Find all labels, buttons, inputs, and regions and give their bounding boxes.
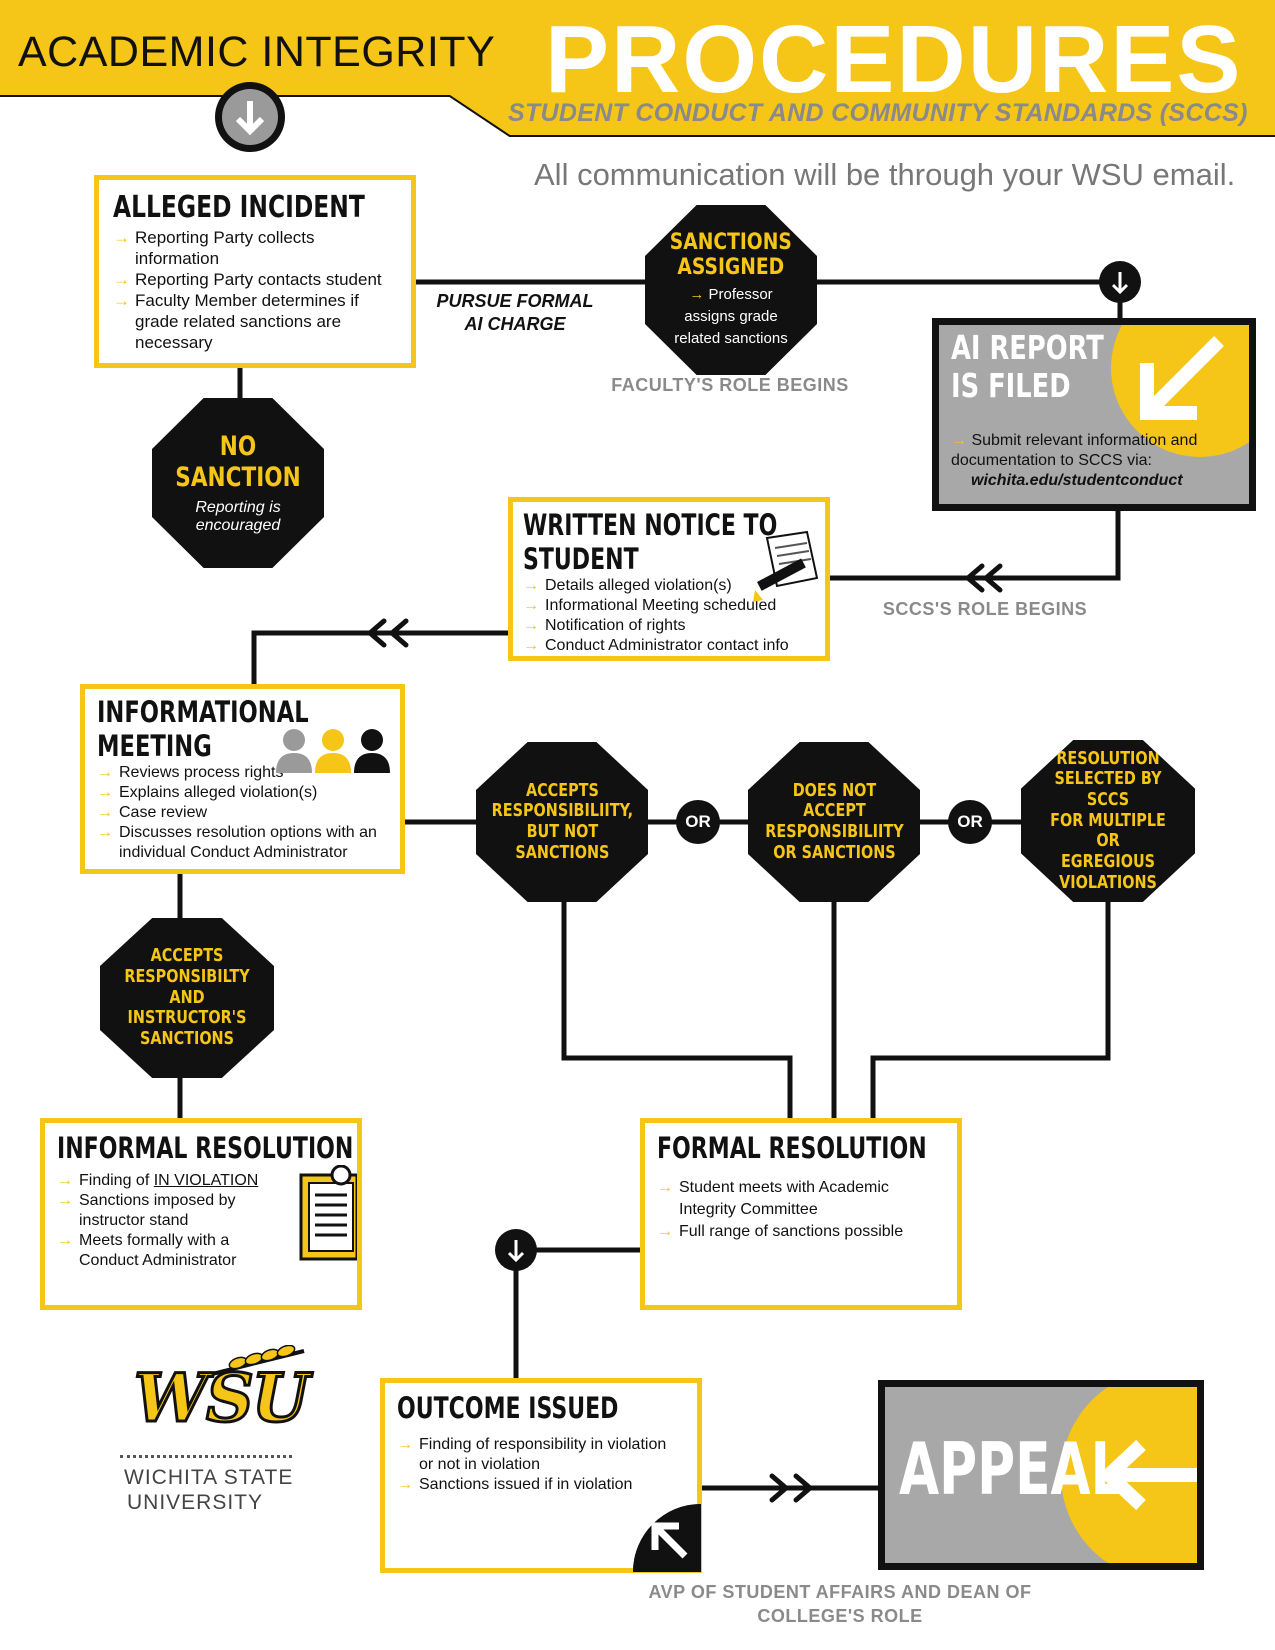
ai-report-item: → Submit relevant information and docume…	[951, 431, 1241, 491]
wheat-icon	[208, 1345, 305, 1377]
ai-report-box: AI REPORT IS FILED → Submit relevant inf…	[932, 318, 1256, 511]
list-item: Reporting Party contacts student	[113, 269, 397, 290]
sanctions-assigned-item: → Professor assigns grade related sancti…	[674, 286, 788, 348]
header-down-icon	[215, 82, 285, 152]
logo-dotted-divider	[120, 1455, 292, 1458]
informational-meeting-box: INFORMATIONAL MEETING Reviews process ri…	[80, 684, 405, 874]
list-item: Sanctions imposed by instructor stand	[57, 1191, 287, 1231]
list-item: Informational Meeting scheduled	[523, 596, 815, 616]
outcome-issued-box: OUTCOME ISSUED Finding of responsibility…	[380, 1378, 702, 1573]
list-item: Reporting Party collects information	[113, 227, 397, 269]
alleged-incident-title: ALLEGED INCIDENT	[113, 190, 365, 225]
list-item: Faculty Member determines if grade relat…	[113, 290, 397, 353]
header-subtitle: STUDENT CONDUCT AND COMMUNITY STANDARDS …	[508, 99, 1248, 127]
list-item: Meets formally with a Conduct Administra…	[57, 1231, 287, 1271]
written-notice-box: WRITTEN NOTICE TO STUDENT Details allege…	[508, 497, 830, 661]
pursue-formal-label: PURSUE FORMAL AI CHARGE	[436, 291, 594, 334]
accepts-not-sanctions-octagon: ACCEPTS RESPONSIBILIITY, BUT NOT SANCTIO…	[476, 742, 648, 902]
alleged-incident-box: ALLEGED INCIDENT Reporting Party collect…	[94, 175, 416, 368]
informal-resolution-list: Finding of IN VIOLATION Sanctions impose…	[57, 1171, 287, 1271]
or-badge: OR	[948, 800, 992, 844]
outcome-issued-title: OUTCOME ISSUED	[397, 1391, 619, 1425]
formal-resolution-box: FORMAL RESOLUTION Student meets with Aca…	[640, 1118, 962, 1310]
appeal-box: APPEAL	[878, 1380, 1204, 1570]
list-item: Notification of rights	[523, 616, 815, 636]
arrow-left-icon	[1098, 1439, 1197, 1511]
appeal-label[interactable]: APPEAL	[899, 1427, 1124, 1511]
outcome-issued-list: Finding of responsibility in violation o…	[397, 1435, 667, 1495]
header-big-title: PROCEDURES	[545, 6, 1243, 113]
or-badge: OR	[676, 800, 720, 844]
sccs-link[interactable]: wichita.edu/studentconduct	[971, 472, 1183, 489]
written-notice-list: Details alleged violation(s) Information…	[523, 576, 815, 656]
list-item: Finding of IN VIOLATION	[57, 1171, 287, 1191]
list-item: Reviews process rights	[97, 763, 388, 783]
formal-resolution-title: FORMAL RESOLUTION	[657, 1131, 927, 1165]
clipboard-icon	[299, 1165, 357, 1261]
cursor-arrow-icon	[633, 1504, 701, 1572]
informal-resolution-title: INFORMAL RESOLUTION	[57, 1131, 354, 1165]
ai-report-title: AI REPORT IS FILED	[951, 328, 1104, 405]
wsu-logo-mark: WSU	[132, 1358, 310, 1439]
list-item: Case review	[97, 803, 388, 823]
does-not-accept-octagon: DOES NOT ACCEPT RESPONSIBILIITY OR SANCT…	[748, 742, 920, 902]
informational-meeting-list: Reviews process rights Explains alleged …	[97, 763, 388, 863]
arrow-down-left-icon	[1140, 336, 1224, 420]
down-arrow-icon	[495, 261, 1141, 1271]
avp-role-label: AVP OF STUDENT AFFAIRS AND DEAN OF COLLE…	[648, 1582, 1032, 1626]
list-item: Full range of sanctions possible	[657, 1221, 927, 1243]
people-group-icon	[276, 729, 390, 773]
sanctions-assigned-octagon: SANCTIONS ASSIGNED → Professor assigns g…	[645, 205, 817, 375]
header-bar	[0, 0, 1275, 95]
accepts-instructor-sanctions-octagon: ACCEPTS RESPONSIBILTY AND INSTRUCTOR'S S…	[100, 918, 274, 1078]
list-item: Finding of responsibility in violation o…	[397, 1435, 667, 1475]
list-item: Discusses resolution options with an ind…	[97, 823, 388, 863]
resolution-selected-octagon: RESOLUTION SELECTED BY SCCS FOR MULTIPLE…	[1021, 740, 1195, 902]
written-notice-title: WRITTEN NOTICE TO STUDENT	[523, 508, 778, 576]
formal-resolution-list: Student meets with Academic Integrity Co…	[657, 1177, 927, 1243]
list-item: Student meets with Academic Integrity Co…	[657, 1177, 927, 1221]
alleged-incident-list: Reporting Party collects information Rep…	[113, 227, 397, 353]
paper-pen-icon	[753, 530, 819, 602]
sccs-role-label: SCCS'S ROLE BEGINS	[882, 599, 1088, 619]
list-item: Sanctions issued if in violation	[397, 1475, 667, 1495]
wsu-logo-name: WICHITA STATE UNIVERSITY	[124, 1466, 294, 1514]
no-sanction-octagon: NO SANCTION Reporting is encouraged	[152, 398, 324, 568]
header-left-title: ACADEMIC INTEGRITY	[18, 28, 496, 76]
list-item: Conduct Administrator contact info	[523, 636, 815, 656]
in-violation-text: IN VIOLATION	[153, 1172, 259, 1189]
header-bar-lower	[450, 95, 1275, 135]
informal-resolution-box: INFORMAL RESOLUTION Finding of IN VIOLAT…	[40, 1118, 362, 1310]
list-item: Details alleged violation(s)	[523, 576, 815, 596]
wsu-logo: WSU WICHITA STATE UNIVERSITY	[120, 1345, 311, 1525]
list-item: Explains alleged violation(s)	[97, 783, 388, 803]
faculty-role-label: FACULTY'S ROLE BEGINS	[611, 375, 849, 395]
wsu-email-notice: All communication will be through your W…	[534, 157, 1236, 192]
informational-meeting-title: INFORMATIONAL MEETING	[97, 695, 309, 763]
